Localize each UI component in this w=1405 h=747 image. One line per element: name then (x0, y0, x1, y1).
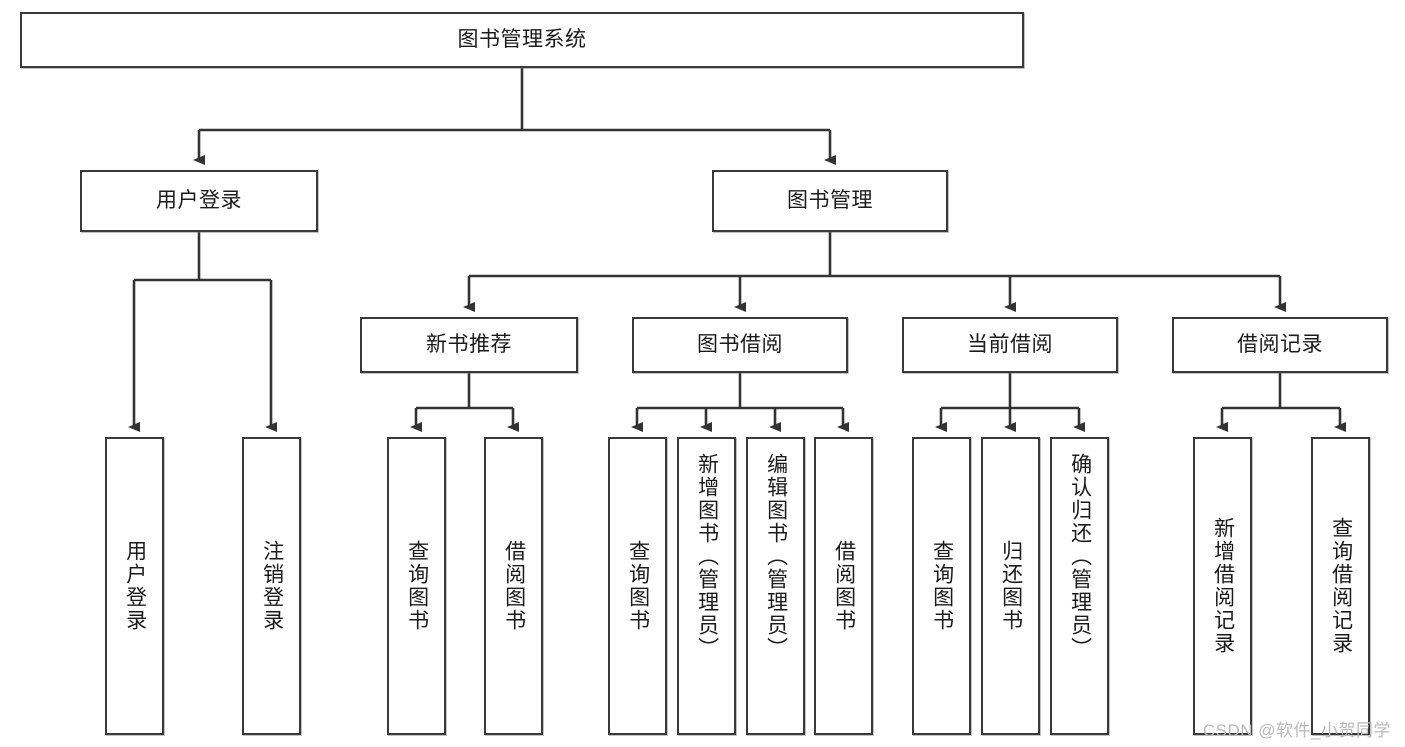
leaf-query-borrow-record[interactable]: 查询借阅记录 (1311, 437, 1370, 735)
node-label: 新书推荐 (426, 332, 512, 356)
leaf-borrow-book[interactable]: 借阅图书 (814, 437, 873, 735)
node-label: 确认归还（管理员） (1068, 453, 1092, 660)
leaf-query-book-borrow[interactable]: 查询图书 (608, 437, 667, 735)
leaf-return-book[interactable]: 归还图书 (981, 437, 1040, 735)
leaf-confirm-return-admin[interactable]: 确认归还（管理员） (1050, 437, 1109, 735)
node-label: 查询图书 (930, 540, 954, 632)
node-borrow-record[interactable]: 借阅记录 (1172, 317, 1388, 373)
node-label: 编辑图书（管理员） (764, 453, 788, 660)
node-label: 用户登录 (123, 540, 147, 632)
node-book-management[interactable]: 图书管理 (712, 170, 948, 232)
node-user-login[interactable]: 用户登录 (80, 170, 318, 232)
node-label: 借阅记录 (1237, 332, 1323, 356)
node-label: 当前借阅 (967, 332, 1053, 356)
node-label: 新增图书（管理员） (695, 453, 719, 660)
node-label: 查询图书 (405, 540, 429, 632)
node-new-book-recommend[interactable]: 新书推荐 (360, 317, 578, 373)
leaf-edit-book-admin[interactable]: 编辑图书（管理员） (746, 437, 805, 735)
leaf-logout[interactable]: 注销登录 (242, 437, 301, 735)
leaf-user-login[interactable]: 用户登录 (105, 437, 164, 735)
csdn-watermark: CSDN @软件_小贺同学 (1202, 721, 1391, 740)
node-label: 图书管理 (787, 188, 873, 212)
node-book-borrow[interactable]: 图书借阅 (632, 317, 848, 373)
leaf-query-book-current[interactable]: 查询图书 (912, 437, 971, 735)
node-label: 新增借阅记录 (1211, 517, 1235, 655)
node-label: 用户登录 (156, 188, 242, 212)
node-label: 查询图书 (626, 540, 650, 632)
leaf-borrow-book-recommend[interactable]: 借阅图书 (484, 437, 543, 735)
leaf-query-book-recommend[interactable]: 查询图书 (387, 437, 446, 735)
leaf-add-borrow-record[interactable]: 新增借阅记录 (1193, 437, 1252, 735)
node-label: 查询借阅记录 (1329, 517, 1353, 655)
node-label: 借阅图书 (502, 540, 526, 632)
node-label: 归还图书 (999, 540, 1023, 632)
node-current-borrow[interactable]: 当前借阅 (902, 317, 1118, 373)
node-label: 注销登录 (260, 540, 284, 632)
node-label: 图书管理系统 (457, 27, 587, 51)
node-root[interactable]: 图书管理系统 (20, 12, 1024, 68)
leaf-add-book-admin[interactable]: 新增图书（管理员） (677, 437, 736, 735)
node-label: 借阅图书 (832, 540, 856, 632)
node-label: 图书借阅 (697, 332, 783, 356)
